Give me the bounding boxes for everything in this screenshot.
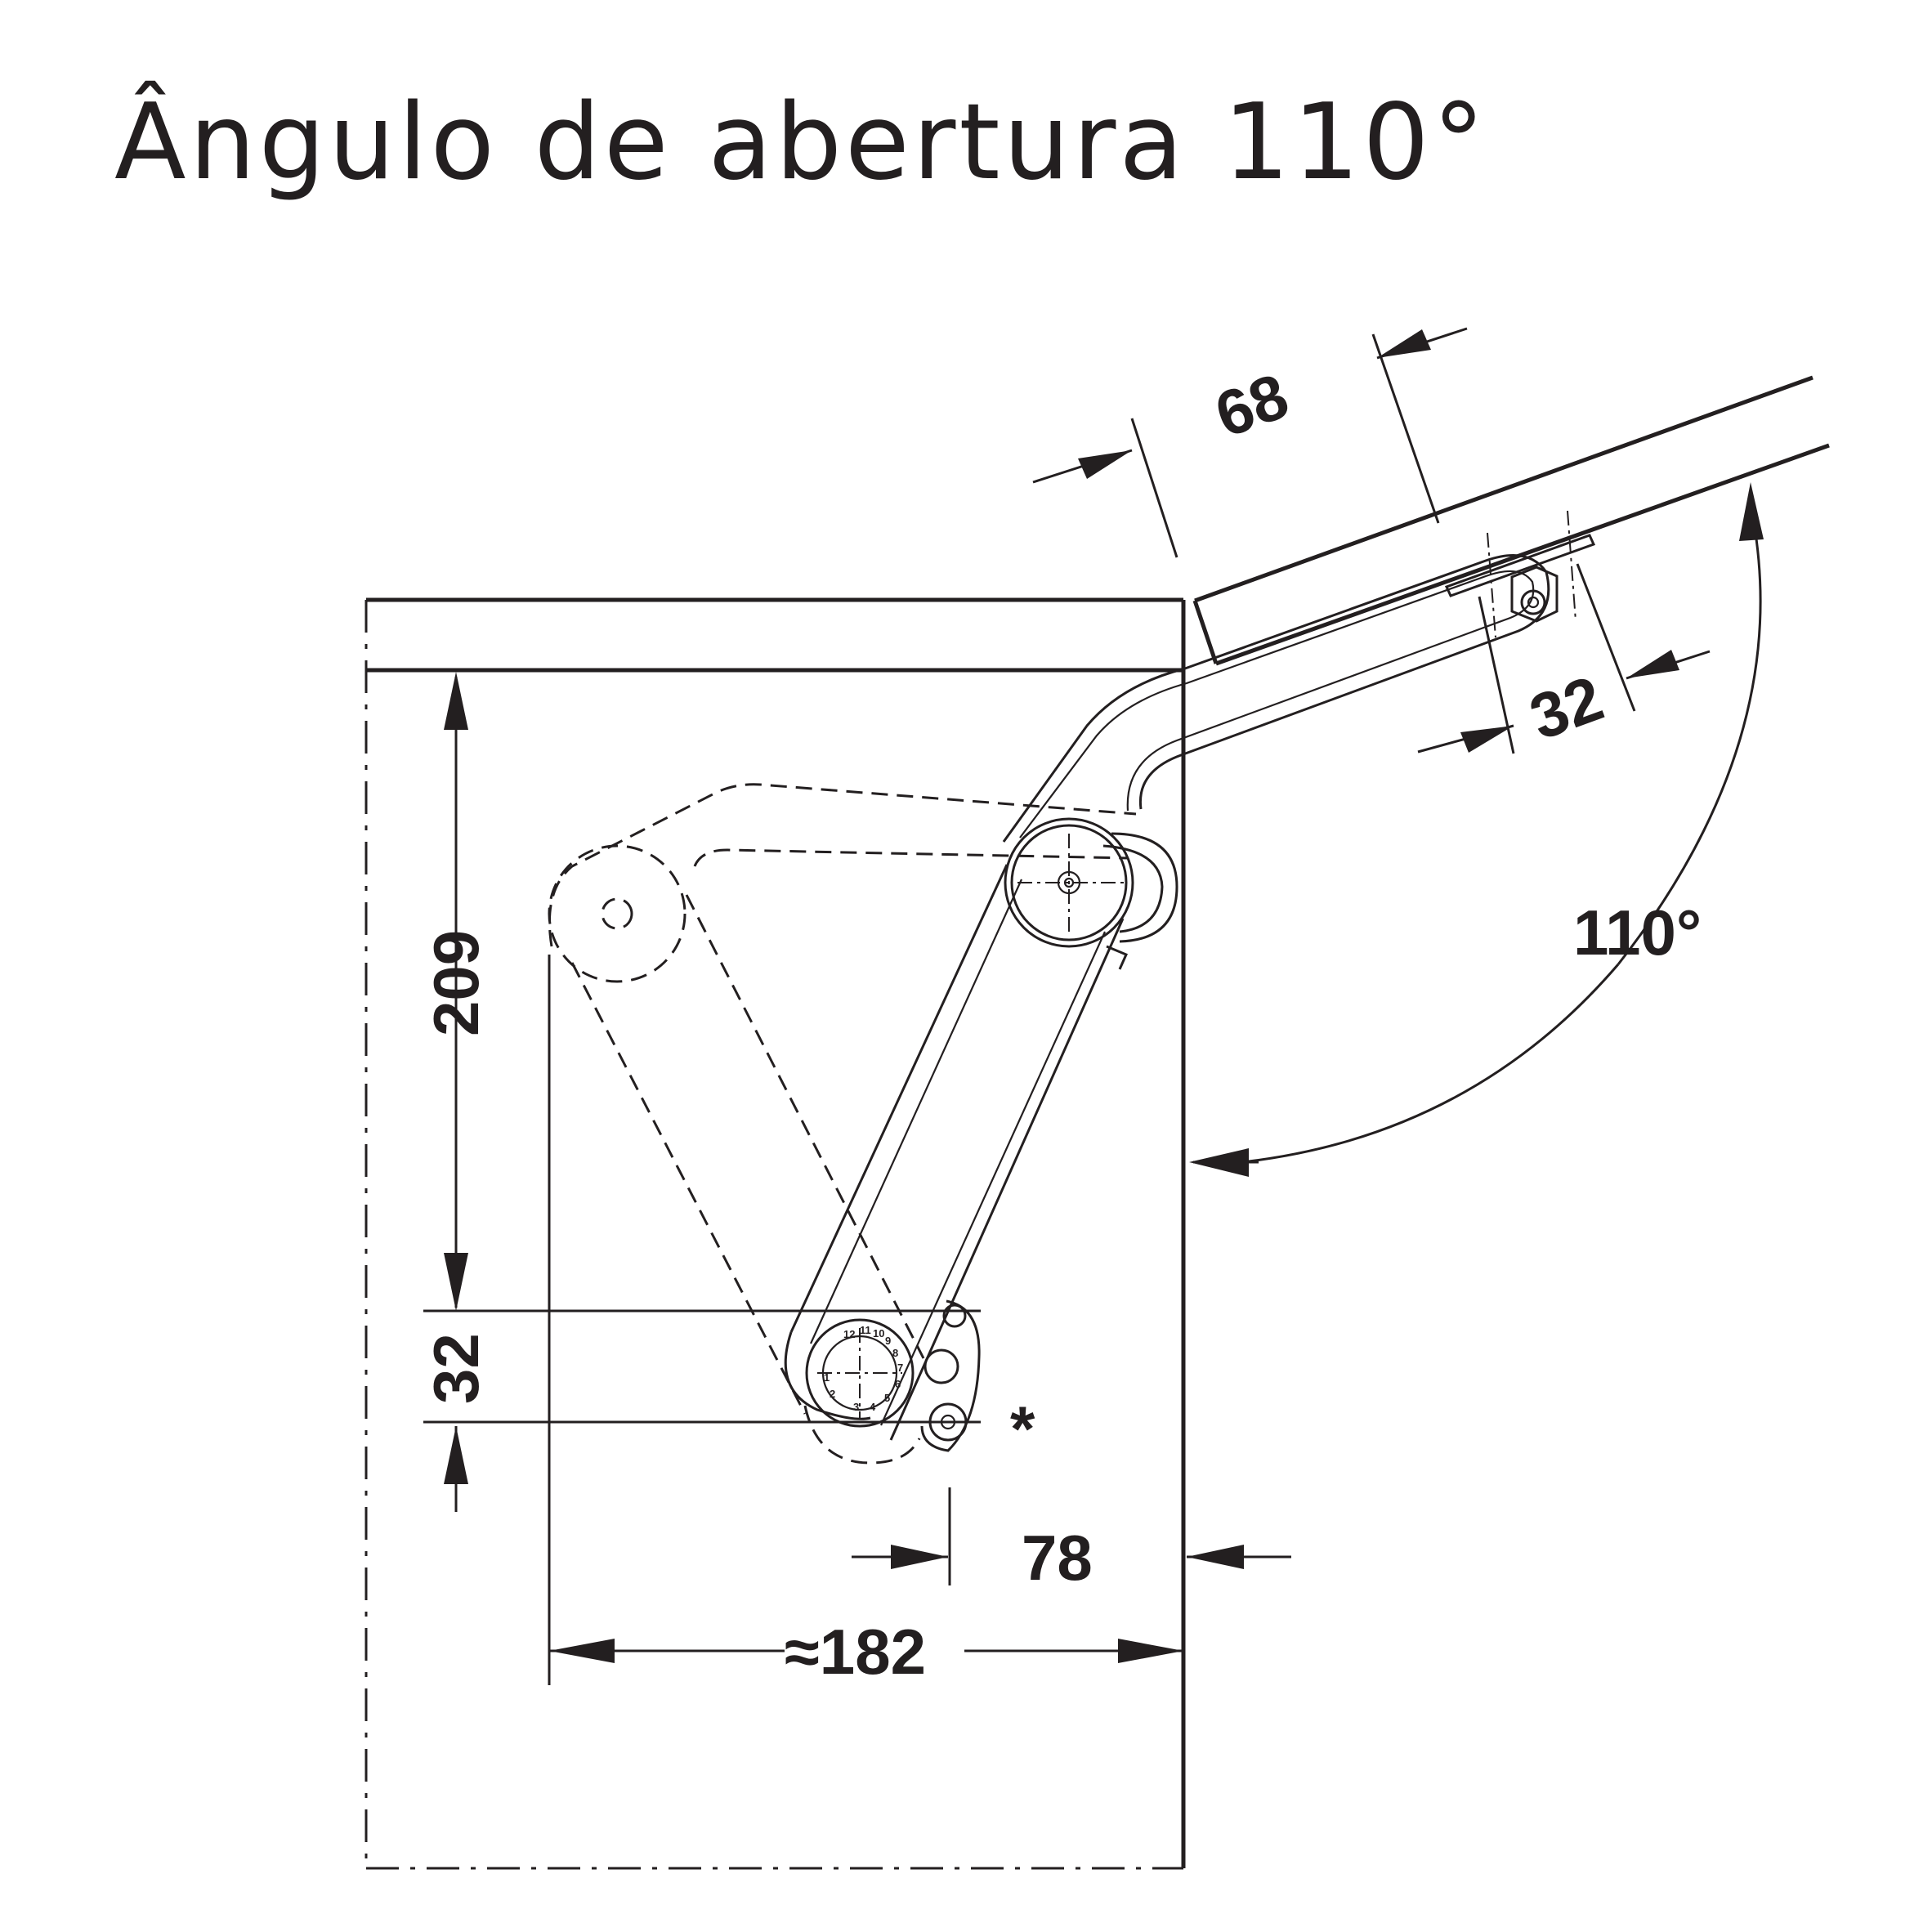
dial-mark: 10 [873,1327,884,1339]
closed-position-ghost [548,783,1137,1415]
main-arm [784,864,1128,1441]
dial-mark: 11 [860,1324,871,1336]
dial-mark: 1 [824,1371,830,1384]
open-lid [1192,375,1830,666]
page-title: Ângulo de abertura 110° [114,82,1488,203]
dial-mark: 6 [895,1378,901,1390]
dial-mark: 7 [897,1362,903,1374]
dimension-32-lid: 32 [1521,662,1612,754]
upper-pivot [1004,817,1178,948]
dial-mark: 12 [843,1328,855,1340]
dial-mark: 2 [830,1388,835,1400]
dimension-32-base: 32 [420,1333,492,1404]
dial-scale: 12 11 10 9 8 7 6 5 4 3 2 1 [824,1324,903,1413]
dimension-182: ≈182 [785,1616,926,1688]
footnote-asterisk: * [1010,1393,1035,1465]
dial-mark: 9 [885,1335,891,1347]
dimension-110-degrees: 110° [1573,897,1702,968]
dimension-lines [423,327,1764,1685]
dial-mark: 3 [853,1401,859,1413]
dimension-78: 78 [1022,1522,1093,1594]
dimension-68: 68 [1206,360,1298,451]
upper-arm [1002,554,1550,843]
dial-mark: 8 [892,1347,898,1359]
dial-mark: 4 [870,1401,876,1413]
dial-mark: 5 [884,1392,890,1404]
dimension-209: 209 [420,930,492,1036]
cabinet-outline [364,597,1186,1870]
